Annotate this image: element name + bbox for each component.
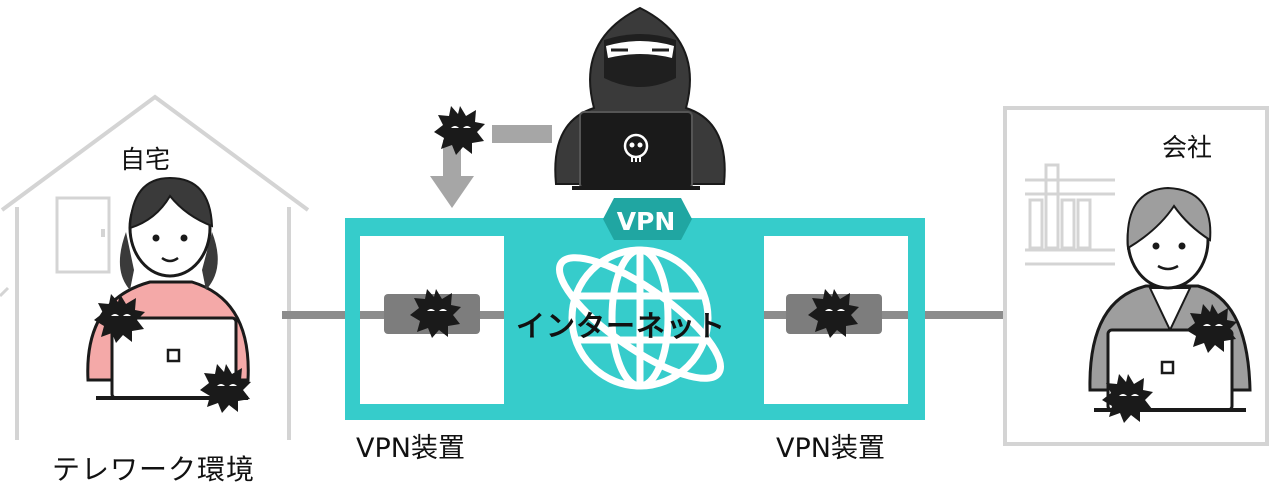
office-building-icon <box>1003 106 1269 446</box>
malware-virus-icon <box>434 106 485 155</box>
vpn-badge <box>603 198 692 240</box>
office-label: 会社 <box>1162 133 1213 162</box>
vpn-device-left-label: VPN装置 <box>356 433 465 464</box>
home-laptop-icon <box>96 316 248 400</box>
globe-icon <box>556 246 724 390</box>
internet-label: インターネット <box>516 309 727 343</box>
vpn-device-right-label: VPN装置 <box>776 433 885 464</box>
hacker-laptop-icon <box>572 111 700 190</box>
vpn-badge-label: VPN <box>616 207 676 236</box>
home-label: 自宅 <box>120 145 171 174</box>
office-shelf-icon <box>1025 163 1115 266</box>
telework-environment-label: テレワーク環境 <box>52 453 256 486</box>
skull-icon <box>623 133 649 162</box>
home-house-icon <box>0 94 310 440</box>
